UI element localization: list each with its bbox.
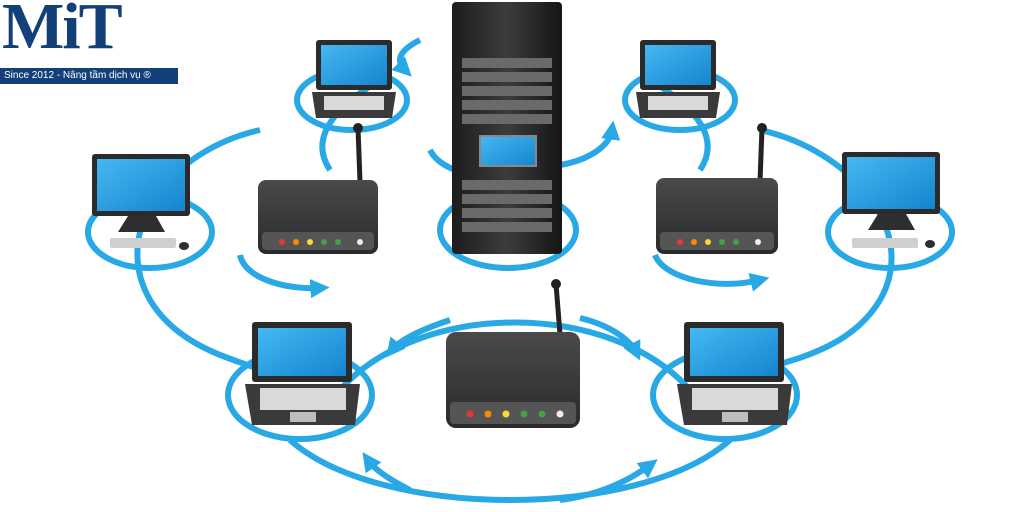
lower-arc	[288, 437, 732, 503]
router-left	[258, 123, 378, 254]
arrow-router-left	[237, 254, 330, 299]
arrow-bottom-left	[385, 317, 451, 358]
logo-mark: MiT	[2, 0, 123, 63]
outer-ring-left	[134, 127, 262, 373]
router-right	[656, 123, 778, 254]
arrow-lower-left	[362, 452, 412, 493]
brand-logo[interactable]: MiT Since 2012 - Nâng tầm dịch vụ ®	[0, 0, 178, 86]
router-bottom	[446, 279, 580, 428]
laptop-top-left	[312, 40, 396, 118]
outer-ring-right	[759, 127, 895, 373]
laptop-bottom-left	[245, 322, 360, 425]
arrow-router-right	[652, 253, 770, 292]
logo-tagline: Since 2012 - Nâng tầm dịch vụ ®	[0, 68, 178, 84]
desktop-left	[92, 154, 190, 250]
arrow-top	[391, 37, 422, 77]
bottom-link	[337, 319, 693, 392]
arrow-bottom-right	[579, 315, 641, 361]
server-rack-icon	[452, 2, 562, 254]
arrow-lower	[559, 459, 658, 503]
arrow-server-right	[559, 120, 621, 168]
laptop-top-right	[636, 40, 720, 118]
laptop-bottom-right	[677, 322, 792, 425]
desktop-right	[842, 152, 940, 248]
